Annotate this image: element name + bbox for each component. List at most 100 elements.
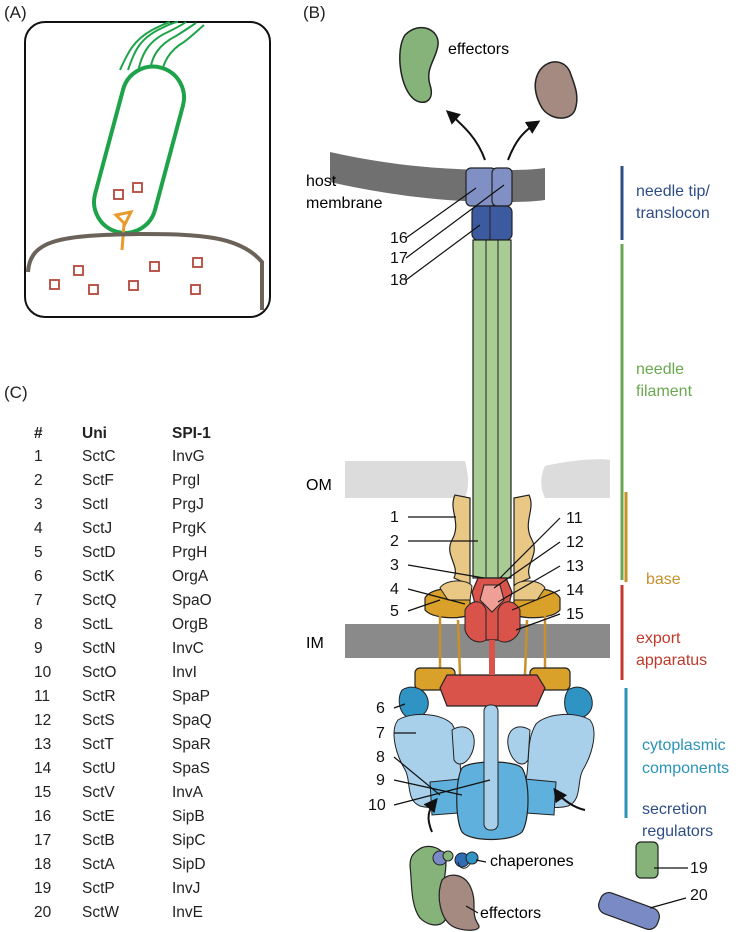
header-spi1: SPI-1 [172, 425, 211, 442]
arrow-out-left [445, 110, 486, 161]
row-uni: SctW [82, 904, 120, 921]
arrow-out-right [507, 120, 541, 161]
row-number: 2 [34, 472, 43, 489]
row-number: 9 [34, 640, 43, 657]
row-number: 16 [34, 808, 52, 825]
panel-b-label: (B) [303, 3, 326, 22]
row-uni: SctL [82, 616, 114, 633]
row-spi1: InvI [172, 664, 197, 681]
callout-3: 3 [390, 557, 399, 574]
chaperones-label: chaperones [490, 853, 574, 870]
row-number: 1 [34, 448, 43, 465]
callout-13: 13 [566, 558, 584, 575]
secretion-system [112, 209, 134, 251]
row-uni: SctJ [82, 520, 113, 537]
arrow-in-left [423, 797, 438, 833]
row-number: 19 [34, 880, 52, 897]
export-apparatus-ring [439, 674, 546, 707]
effector-brown-bottom [438, 874, 480, 931]
effector-green-top [399, 26, 439, 104]
row-spi1: SpaQ [172, 712, 212, 729]
callout-2: 2 [390, 533, 399, 550]
row-uni: SctE [82, 808, 115, 825]
row-spi1: InvG [172, 448, 205, 465]
legend-labels: needle tip/ translocon needle filament b… [636, 183, 729, 840]
row-uni: SctN [82, 640, 116, 657]
row-number: 3 [34, 496, 43, 513]
row-number: 14 [34, 760, 52, 777]
row-number: 4 [34, 520, 43, 537]
row-number: 7 [34, 592, 43, 609]
row-spi1: InvC [172, 640, 204, 657]
row-spi1: OrgA [172, 568, 209, 585]
im-label: IM [306, 635, 324, 652]
membrane-label: membrane [306, 195, 383, 212]
row-uni: SctQ [82, 592, 117, 609]
row-spi1: InvJ [172, 880, 201, 897]
row-spi1: SipB [172, 808, 205, 825]
base-ring-right [513, 494, 535, 586]
row-uni: SctO [82, 664, 117, 681]
row-number: 8 [34, 616, 43, 633]
row-spi1: PrgK [172, 520, 207, 537]
callout-20: 20 [690, 887, 708, 904]
callout-11: 11 [566, 510, 583, 527]
callout-17: 17 [390, 250, 408, 267]
needle-filament [472, 239, 512, 579]
row-uni: SctD [82, 544, 116, 561]
legend-export-2: apparatus [636, 652, 707, 669]
sctk-left [398, 686, 429, 719]
legend-export-1: export [636, 630, 681, 647]
callout-7: 7 [376, 725, 385, 742]
row-number: 20 [34, 904, 52, 921]
callout-9: 9 [376, 772, 385, 789]
row-uni: SctV [82, 784, 115, 801]
sctk-right [564, 686, 593, 719]
row-spi1: PrgJ [172, 496, 204, 513]
row-uni: SctI [82, 496, 109, 513]
row-spi1: PrgI [172, 472, 201, 489]
scto-stalk [483, 704, 499, 831]
row-spi1: InvE [172, 904, 204, 921]
row-uni: SctU [82, 760, 116, 777]
row-number: 10 [34, 664, 52, 681]
row-spi1: SpaP [172, 688, 210, 705]
arrow-in-right [553, 787, 586, 811]
callout-12: 12 [566, 534, 584, 551]
callout-5: 5 [390, 603, 399, 620]
row-number: 5 [34, 544, 43, 561]
legend-base: base [646, 571, 681, 588]
effectors-bottom-label: effectors [480, 905, 541, 922]
panel-a [24, 21, 271, 318]
effectors-top-label: effectors [448, 41, 509, 58]
callout-14: 14 [566, 582, 584, 599]
row-spi1: SpaR [172, 736, 211, 753]
row-uni: SctR [82, 688, 116, 705]
panel-a-label: (A) [4, 3, 27, 22]
row-number: 13 [34, 736, 52, 753]
legend-cyto-1: cytoplasmic [642, 737, 726, 754]
legend-cyto-2: components [642, 760, 729, 777]
callout-18: 18 [390, 272, 408, 289]
callout-4: 4 [390, 581, 399, 598]
callout-lines [393, 184, 688, 909]
row-spi1: SipC [172, 832, 206, 849]
host-label: host [306, 173, 337, 190]
callout-8: 8 [376, 749, 385, 766]
row-uni: SctT [82, 736, 114, 753]
legend-needle-filament-1: needle [636, 361, 684, 378]
row-uni: SctS [82, 712, 115, 729]
callout-10: 10 [368, 797, 386, 814]
regulator-20 [598, 891, 660, 931]
row-spi1: PrgH [172, 544, 208, 561]
row-uni: SctF [82, 472, 114, 489]
legend-needle-tip-2: translocon [636, 205, 710, 222]
legend-needle-filament-2: filament [636, 383, 693, 400]
legend-regulators-2: regulators [642, 823, 713, 840]
row-number: 6 [34, 568, 43, 585]
callout-6: 6 [376, 700, 385, 717]
row-spi1: InvA [172, 784, 204, 801]
row-uni: SctB [82, 832, 115, 849]
header-uni: Uni [82, 425, 107, 442]
